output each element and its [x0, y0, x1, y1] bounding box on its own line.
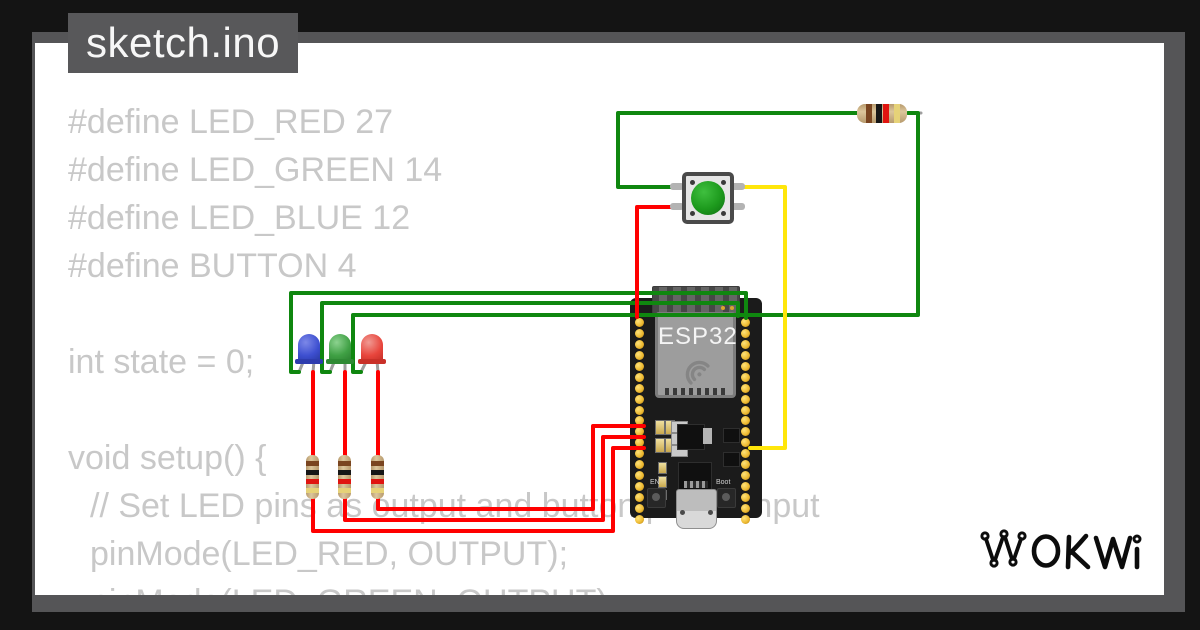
board-pin	[635, 416, 644, 426]
board-pin	[741, 449, 750, 459]
wire-green-button-resistor	[616, 111, 860, 189]
board-pin	[635, 449, 644, 459]
usb-solder-pins	[684, 481, 708, 488]
board-pin	[635, 405, 644, 415]
wokwi-logo	[980, 529, 1142, 570]
sketch-filename: sketch.ino	[86, 19, 281, 66]
code-line: int state = 0;	[68, 343, 255, 381]
board-pin	[741, 405, 750, 415]
boot-button-label: Boot	[716, 479, 731, 486]
esp32-module-label: ESP32	[658, 323, 738, 350]
board-pin	[741, 372, 750, 382]
board-pin	[635, 514, 644, 524]
code-line: pinMode(LED_GREEN, OUTPUT);	[68, 578, 820, 595]
board-pin	[741, 460, 750, 470]
board-pin	[635, 503, 644, 513]
board-pin	[741, 394, 750, 404]
code-line: pinMode(LED_RED, OUTPUT);	[90, 535, 569, 573]
smd-transistor	[723, 428, 740, 443]
pin-header-left	[635, 318, 646, 524]
smd-capacitor	[658, 476, 667, 488]
board-pin	[741, 383, 750, 393]
wire-red-button	[635, 205, 680, 319]
board-pin	[635, 328, 644, 338]
antenna-icon	[652, 286, 740, 314]
code-line: #define LED_BLUE 12	[68, 199, 411, 237]
wiring-layer	[289, 111, 923, 533]
board-pin	[635, 350, 644, 360]
pin-header-right	[741, 318, 752, 524]
board-pin	[635, 460, 644, 470]
board-pin	[635, 361, 644, 371]
board-pin	[741, 318, 750, 327]
boot-button	[717, 488, 736, 508]
usb-screw	[708, 510, 713, 515]
wifi-logo-icon	[685, 360, 710, 385]
board-pin	[741, 416, 750, 426]
esp32-module: ESP32	[655, 312, 738, 398]
board-pin	[741, 493, 750, 502]
wire-red-resistor1	[311, 446, 646, 533]
board-pin	[635, 427, 644, 437]
smd-capacitor	[655, 420, 665, 435]
code-line: #define LED_RED 27	[68, 103, 394, 141]
title-box: sketch.ino	[68, 13, 299, 73]
board-pin	[741, 427, 750, 437]
en-button-label: EN	[650, 479, 660, 486]
module-castellation	[665, 388, 727, 395]
regulator-tab	[703, 428, 712, 444]
board-pin	[635, 339, 644, 349]
board-pin	[741, 339, 750, 349]
smd-capacitor	[655, 438, 665, 453]
wire-red-resistor3	[376, 424, 646, 511]
board-pin	[635, 372, 644, 382]
wire-yellow-button	[737, 185, 787, 450]
board-pin	[635, 394, 644, 404]
usb-screw	[680, 510, 685, 515]
board-pin	[635, 482, 644, 492]
led-lead	[359, 358, 369, 374]
board-pin	[635, 493, 644, 502]
board-pin	[635, 318, 644, 327]
code-line: #define LED_GREEN 14	[68, 151, 443, 189]
board-pin	[635, 383, 644, 393]
board-pin	[741, 350, 750, 360]
board-pin	[635, 438, 644, 448]
board-pin	[741, 328, 750, 338]
antenna-pad	[730, 306, 734, 310]
code-line: void setup() {	[68, 439, 267, 477]
wire-red-resistor2	[343, 435, 646, 522]
voltage-regulator	[677, 424, 705, 450]
board-pin	[741, 482, 750, 492]
smd-capacitor	[658, 462, 667, 474]
board-pin	[741, 361, 750, 371]
board-pin	[741, 503, 750, 513]
board-pin	[635, 471, 644, 481]
en-button	[647, 488, 666, 508]
preview-card: #define LED_RED 27 #define LED_GREEN 14 #d…	[35, 43, 1164, 595]
usb-connector	[676, 489, 717, 529]
wire-green-led-green	[320, 301, 740, 374]
wire-green-led-blue	[289, 291, 748, 374]
board-pin	[741, 514, 750, 524]
board-pin	[741, 438, 750, 448]
code-line: #define BUTTON 4	[68, 247, 357, 285]
antenna-pad	[721, 306, 725, 310]
board-pin	[741, 471, 750, 481]
smd-transistor	[723, 452, 740, 467]
